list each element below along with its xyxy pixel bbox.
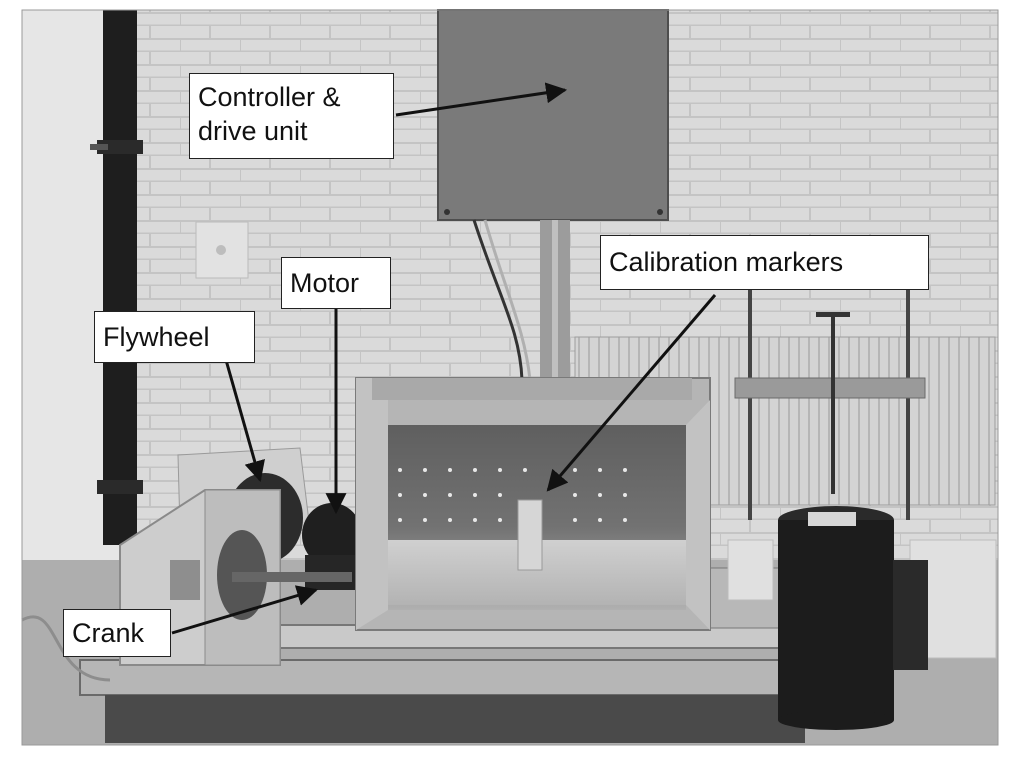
arrow-calibration [546, 294, 717, 492]
label-crank: Crank [63, 609, 171, 657]
label-motor: Motor [281, 257, 391, 309]
motor [302, 503, 362, 567]
label-flywheel: Flywheel [94, 311, 255, 363]
arrow-flywheel [224, 359, 265, 483]
drum [778, 520, 894, 720]
arrow-controller [395, 82, 568, 117]
label-calibration-markers: Calibration markers [600, 235, 929, 290]
jerrycan-left [727, 539, 774, 601]
arrow-crank [171, 585, 319, 635]
label-controller-drive-unit: Controller & drive unit [189, 73, 394, 159]
controller-box [437, 9, 669, 221]
calibration-block [517, 499, 543, 571]
calibration-dot-grid [398, 468, 627, 522]
drain-pipe [103, 10, 137, 545]
crank-arm [232, 572, 352, 582]
